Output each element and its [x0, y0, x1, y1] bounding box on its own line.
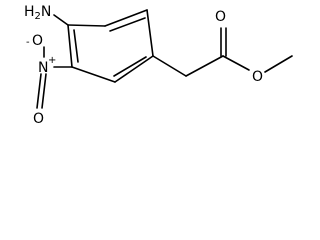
- carbonyl-ester-o-bond: [222, 55, 250, 71]
- chemical-structure: H2N N + O - O O O: [24, 4, 293, 127]
- ring-ch2-bond: [152, 55, 187, 77]
- amine-label: H2N: [24, 4, 51, 22]
- ring-bond-right-lower-inner: [113, 56, 147, 77]
- ch2-carbonyl-bond: [185, 55, 224, 77]
- ring-bond-left: [67, 24, 73, 68]
- nitro-o-bottom-label: O: [33, 111, 44, 127]
- nitro-n-o-bottom-bond-1: [36, 73, 42, 109]
- nitro-o-top-label: O: [32, 33, 43, 49]
- carbonyl-o-label: O: [215, 9, 226, 25]
- ring-bond-right-upper: [146, 9, 154, 57]
- ester-o-label: O: [252, 69, 263, 85]
- ring-bond-top: [104, 9, 148, 27]
- ring-bond-left-inner: [73, 29, 79, 63]
- nitro-n-charge: +: [48, 55, 56, 66]
- benzene-ring: [67, 9, 154, 83]
- nitro-n-label: N: [38, 60, 48, 76]
- nitro-o-top-charge: -: [26, 37, 30, 48]
- ring-bond-top-inner: [109, 17, 146, 32]
- ring-bond-top-left: [67, 24, 106, 27]
- amine-bond: [53, 14, 69, 26]
- ring-bond-bottom-left: [71, 66, 116, 83]
- ester-methyl-bond: [264, 55, 293, 73]
- nitro-n-o-bottom-bond-2: [41, 73, 47, 109]
- ring-bond-right-lower: [114, 55, 154, 83]
